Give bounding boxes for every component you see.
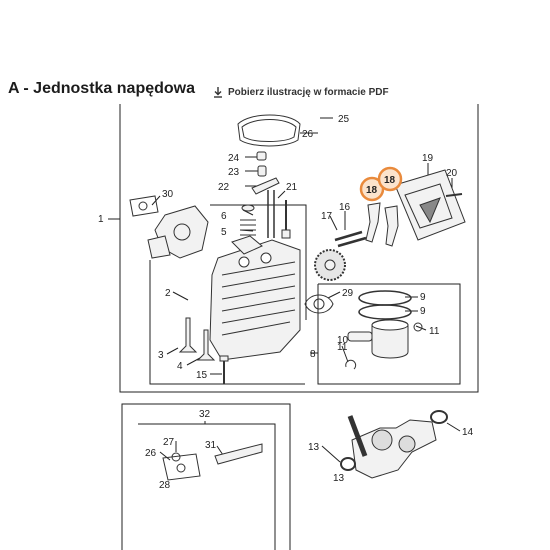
part-crankshaft[interactable] xyxy=(351,419,437,479)
part-label[interactable]: 25 xyxy=(338,114,350,125)
page-header: A - Jednostka napędowa Pobierz ilustracj… xyxy=(0,0,550,110)
part-gasket-31[interactable] xyxy=(214,443,263,465)
part-label[interactable]: 2 xyxy=(165,288,171,299)
exploded-parts-diagram: 25 26 24 23 22 21 19 20 30 1 17 16 6 5 2… xyxy=(98,104,479,550)
part-label[interactable]: 24 xyxy=(228,153,240,164)
part-label[interactable]: 9 xyxy=(420,292,426,303)
group-frame-main xyxy=(119,104,479,393)
part-valve-spring-retainer[interactable] xyxy=(241,204,255,212)
page-title: A - Jednostka napędowa xyxy=(8,80,195,97)
part-bush[interactable] xyxy=(257,165,267,177)
part-label[interactable]: 5 xyxy=(221,227,227,238)
part-intake-valve[interactable] xyxy=(178,317,198,353)
part-label[interactable]: 30 xyxy=(162,189,174,200)
part-label[interactable]: 6 xyxy=(221,211,227,222)
part-label[interactable]: 3 xyxy=(158,350,164,361)
group-frame-gasket-set xyxy=(121,403,291,550)
part-label[interactable]: 13 xyxy=(333,473,345,484)
part-label[interactable]: 11 xyxy=(337,342,348,353)
part-valve-spring[interactable] xyxy=(240,219,256,236)
part-piston-ring-lower[interactable] xyxy=(358,304,412,320)
part-label[interactable]: 19 xyxy=(422,153,434,164)
part-label-highlighted[interactable]: 18 xyxy=(384,175,396,186)
part-rocker-arm-18a[interactable] xyxy=(365,202,381,243)
part-head-cover-gasket[interactable] xyxy=(237,114,301,147)
part-oil-seal-14[interactable] xyxy=(430,410,448,424)
part-label[interactable]: 14 xyxy=(462,427,474,438)
part-gasket-30[interactable] xyxy=(129,195,159,217)
part-piston-ring-upper[interactable] xyxy=(358,290,412,306)
part-label[interactable]: 8 xyxy=(310,349,316,360)
part-circlip-a[interactable] xyxy=(413,322,423,332)
part-label[interactable]: 26 xyxy=(145,448,157,459)
part-label[interactable]: 22 xyxy=(218,182,230,193)
part-label[interactable]: 4 xyxy=(177,361,183,372)
part-label[interactable]: 13 xyxy=(308,442,320,453)
part-label[interactable]: 9 xyxy=(420,306,426,317)
part-label[interactable]: 31 xyxy=(205,440,217,451)
part-rocker-arm-22[interactable] xyxy=(251,177,280,195)
part-bearing-13a[interactable] xyxy=(340,457,356,471)
part-label[interactable]: 29 xyxy=(342,288,354,299)
part-rocker-arm-18b[interactable] xyxy=(384,205,399,247)
part-label[interactable]: 15 xyxy=(196,370,208,381)
highlight-ring-18-right xyxy=(377,166,403,192)
part-label[interactable]: 17 xyxy=(321,211,333,222)
part-label[interactable]: 11 xyxy=(429,326,440,337)
download-pdf-link[interactable]: Pobierz ilustrację w formacie PDF xyxy=(213,87,389,98)
part-circlip-b[interactable] xyxy=(345,359,357,370)
part-label[interactable]: 32 xyxy=(199,409,211,420)
part-label[interactable]: 28 xyxy=(159,480,171,491)
part-label[interactable]: 16 xyxy=(339,202,351,213)
part-label-highlighted[interactable]: 18 xyxy=(366,185,378,196)
part-cap[interactable] xyxy=(256,151,267,161)
group-frame-piston xyxy=(317,283,461,385)
download-icon xyxy=(214,87,222,98)
part-exhaust-valve[interactable] xyxy=(196,329,216,361)
group-frame-cylinder xyxy=(210,204,307,320)
part-label[interactable]: 20 xyxy=(446,168,458,179)
download-pdf-label: Pobierz ilustrację w formacie PDF xyxy=(228,87,389,98)
part-cylinder[interactable] xyxy=(209,239,301,361)
part-gasket-26[interactable] xyxy=(162,453,201,481)
part-gasket-29[interactable] xyxy=(304,294,334,314)
part-label[interactable]: 23 xyxy=(228,167,240,178)
part-label[interactable]: 1 xyxy=(98,214,104,225)
part-label[interactable]: 10 xyxy=(337,335,349,346)
part-label[interactable]: 21 xyxy=(286,182,298,193)
part-label[interactable]: 26 xyxy=(302,129,314,140)
part-label[interactable]: 27 xyxy=(163,437,175,448)
